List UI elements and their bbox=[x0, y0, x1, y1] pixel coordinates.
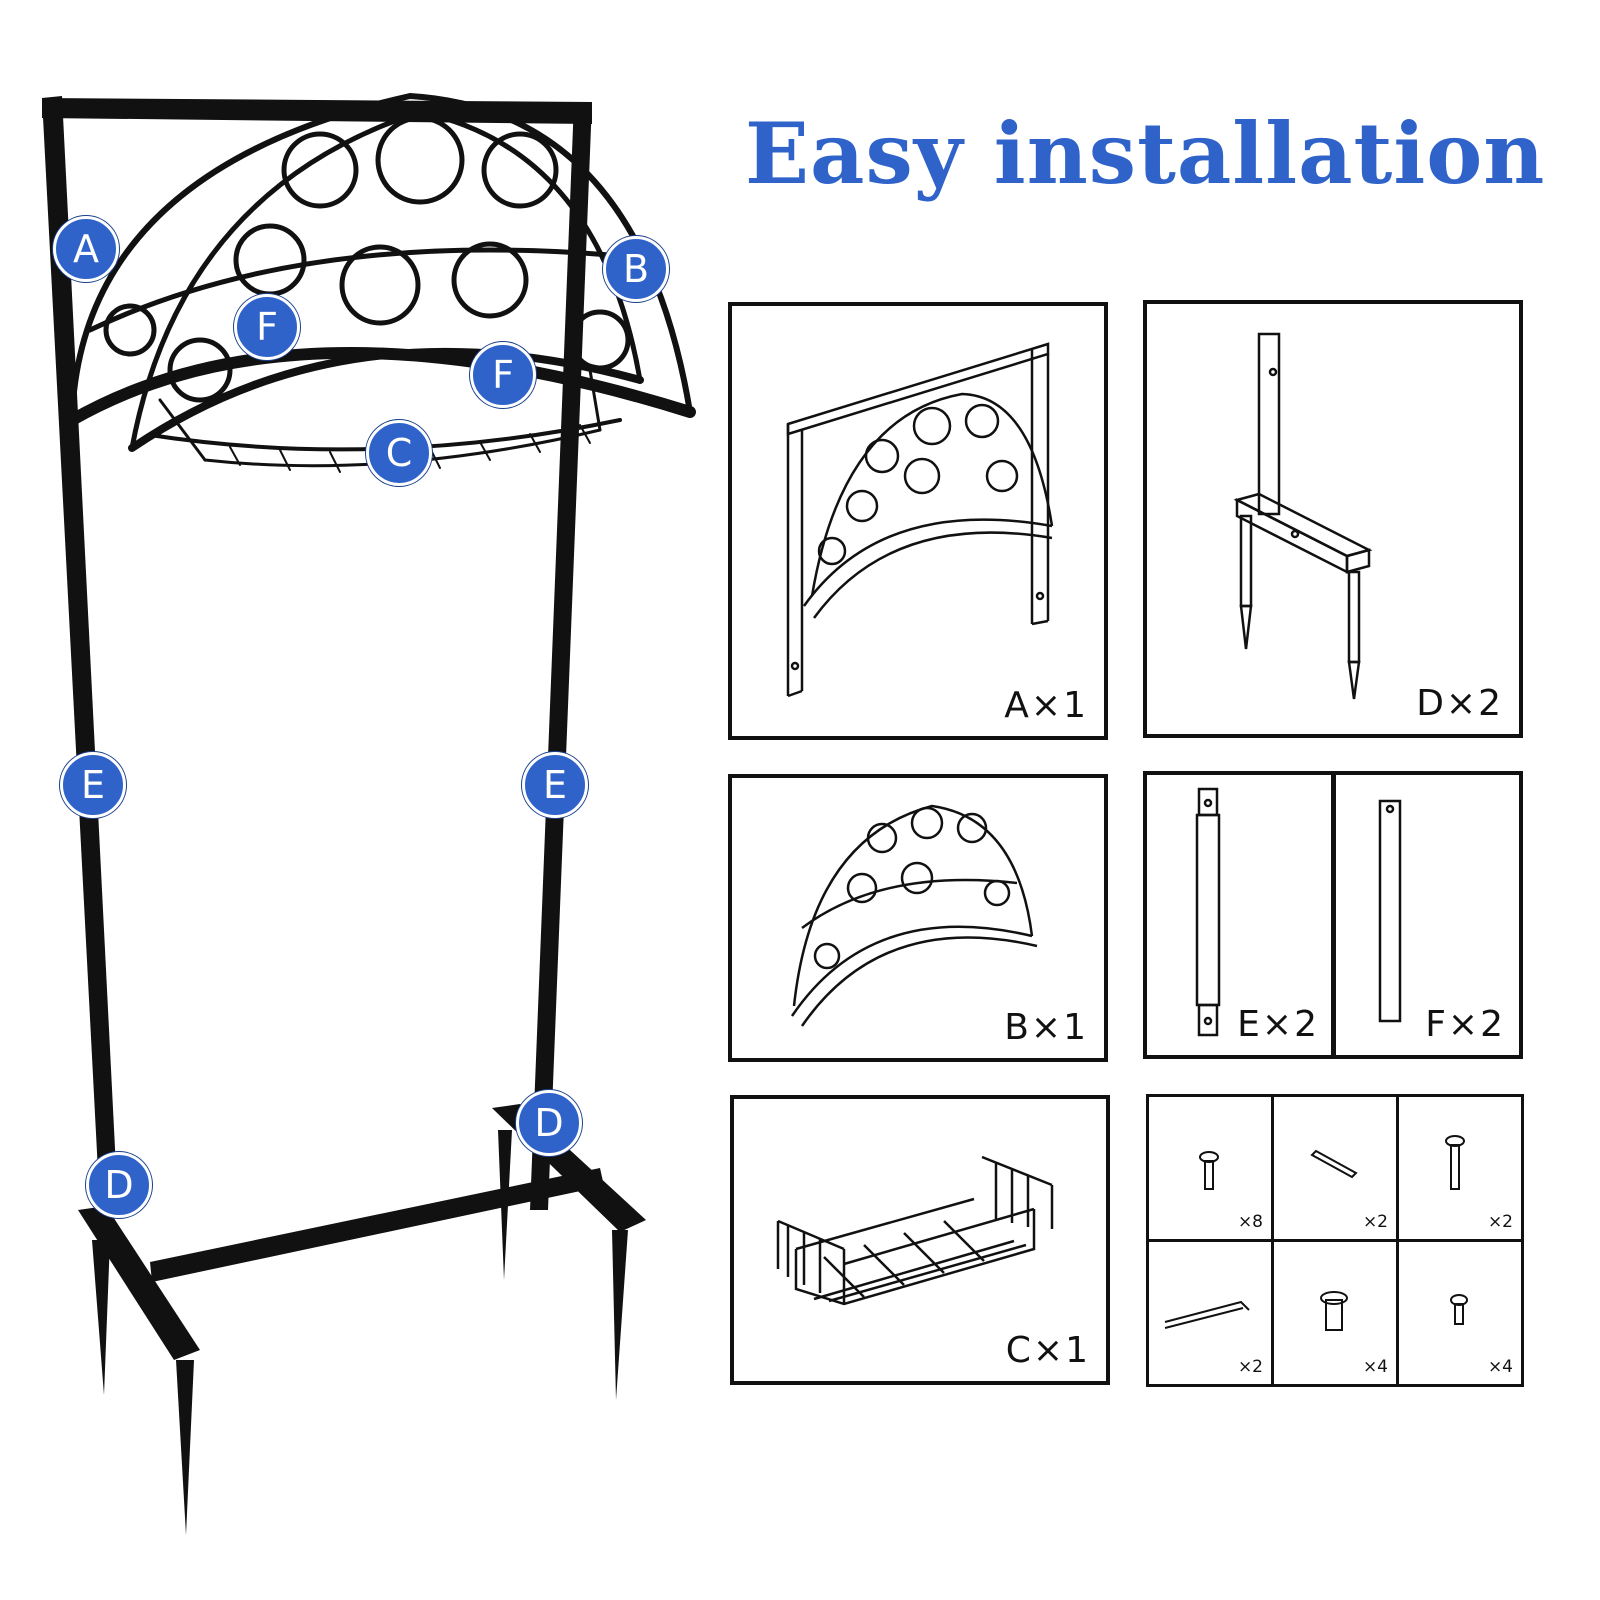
hardware-cell-6: ×4 bbox=[1396, 1239, 1524, 1387]
callout-f-left: F bbox=[234, 294, 300, 360]
hardware-cell-5: ×4 bbox=[1271, 1239, 1399, 1387]
part-c-quantity: C×1 bbox=[1005, 1330, 1090, 1371]
part-d-quantity: D×2 bbox=[1416, 683, 1503, 724]
part-a-panel: A×1 bbox=[728, 302, 1108, 740]
callout-a: A bbox=[53, 216, 119, 282]
long-bolt-icon bbox=[1445, 1135, 1465, 1190]
hardware-3-quantity: ×2 bbox=[1487, 1212, 1513, 1232]
callout-d-left: D bbox=[86, 1152, 152, 1218]
barrel-nut-icon bbox=[1320, 1291, 1348, 1331]
part-e-quantity: E×2 bbox=[1237, 1004, 1319, 1045]
callout-c: C bbox=[366, 420, 432, 486]
page-title: Easy installation bbox=[745, 104, 1546, 203]
part-c-basket-drawing bbox=[776, 1155, 1054, 1306]
allen-key-icon bbox=[1164, 1300, 1250, 1329]
hardware-cell-4: ×2 bbox=[1146, 1239, 1274, 1387]
pin-icon bbox=[1310, 1149, 1358, 1179]
hardware-5-quantity: ×4 bbox=[1362, 1357, 1388, 1377]
hardware-6-quantity: ×4 bbox=[1487, 1357, 1513, 1377]
hardware-cell-3: ×2 bbox=[1396, 1094, 1524, 1242]
hardware-1-quantity: ×8 bbox=[1237, 1212, 1263, 1232]
part-e-panel: E×2 bbox=[1143, 771, 1335, 1059]
small-bolt-icon bbox=[1450, 1294, 1468, 1325]
hardware-4-quantity: ×2 bbox=[1237, 1357, 1263, 1377]
part-b-quantity: B×1 bbox=[1004, 1007, 1088, 1048]
part-f-quantity: F×2 bbox=[1425, 1004, 1505, 1045]
callout-f-right: F bbox=[470, 342, 536, 408]
callout-b: B bbox=[603, 236, 669, 302]
part-d-stake-drawing bbox=[1233, 332, 1373, 700]
short-bolt-icon bbox=[1199, 1151, 1219, 1190]
part-d-panel: D×2 bbox=[1143, 300, 1523, 738]
callout-e-left: E bbox=[60, 752, 126, 818]
part-b-arch-drawing bbox=[790, 804, 1038, 1027]
hardware-cell-2: ×2 bbox=[1271, 1094, 1399, 1242]
part-c-panel: C×1 bbox=[730, 1095, 1110, 1385]
part-f-tube-drawing bbox=[1378, 799, 1402, 1023]
part-a-quantity: A×1 bbox=[1004, 685, 1088, 726]
part-e-tube-drawing bbox=[1195, 787, 1221, 1037]
part-b-panel: B×1 bbox=[728, 774, 1108, 1062]
part-f-panel: F×2 bbox=[1332, 771, 1523, 1059]
callout-d-right: D bbox=[516, 1090, 582, 1156]
hardware-cell-1: ×8 bbox=[1146, 1094, 1274, 1242]
part-a-frame-drawing bbox=[786, 342, 1054, 698]
callout-e-right: E bbox=[522, 752, 588, 818]
hardware-2-quantity: ×2 bbox=[1362, 1212, 1388, 1232]
